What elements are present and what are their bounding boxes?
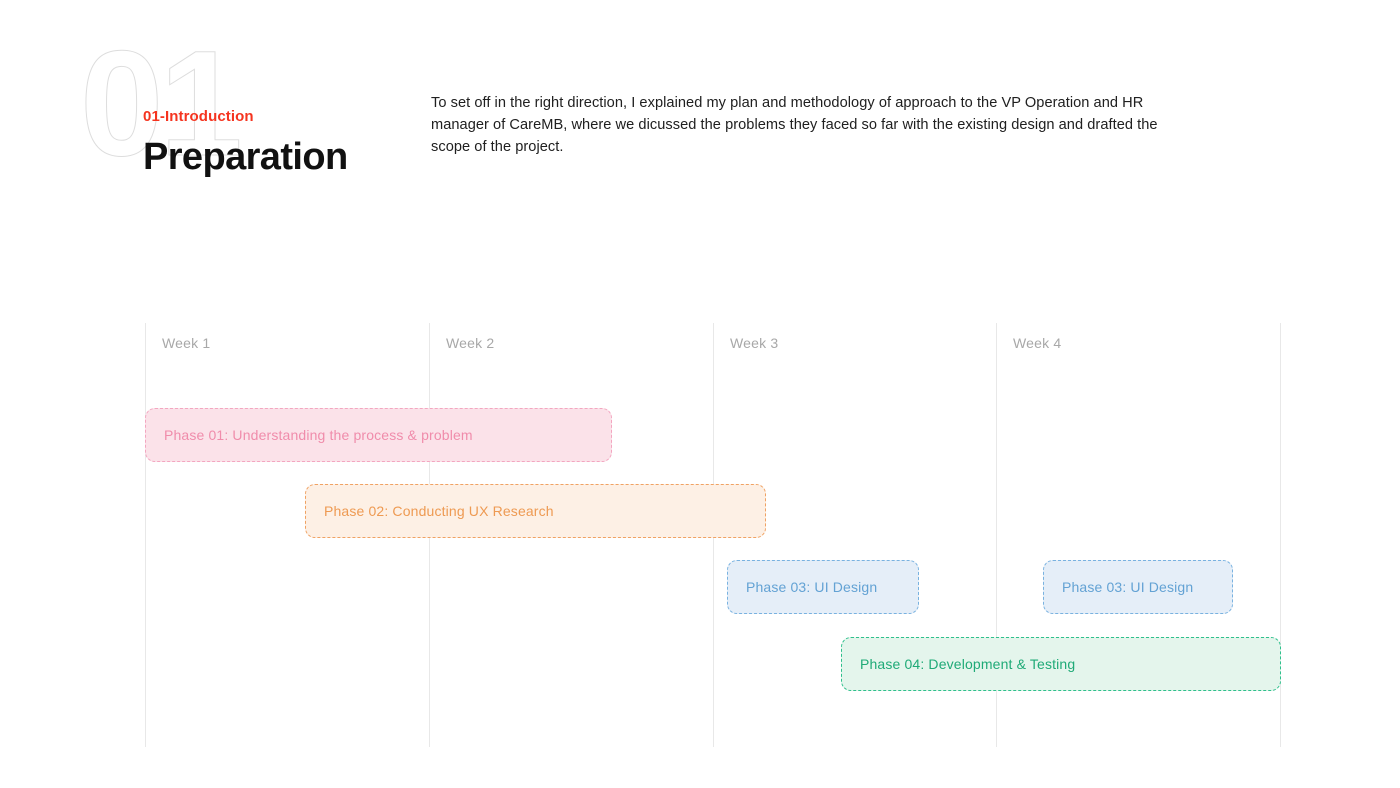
gantt-bar-label: Phase 03: UI Design: [746, 579, 878, 595]
gantt-bar-label: Phase 03: UI Design: [1062, 579, 1194, 595]
gantt-bar-4[interactable]: Phase 03: UI Design: [1043, 560, 1233, 614]
gantt-bar-2[interactable]: Phase 02: Conducting UX Research: [305, 484, 766, 538]
section-eyebrow-label: 01-Introduction: [143, 108, 254, 125]
intro-paragraph: To set off in the right direction, I exp…: [431, 95, 1158, 155]
header-block: 01 01-Introduction Preparation To set of…: [0, 0, 1400, 300]
gantt-bar-1[interactable]: Phase 01: Understanding the process & pr…: [145, 408, 612, 462]
gridline-1: [145, 323, 146, 747]
gantt-bar-3[interactable]: Phase 03: UI Design: [727, 560, 919, 614]
gantt-bar-label: Phase 02: Conducting UX Research: [324, 503, 554, 519]
gantt-bar-5[interactable]: Phase 04: Development & Testing: [841, 637, 1281, 691]
week-label-2: Week 2: [446, 335, 495, 351]
gridline-4: [996, 323, 997, 747]
gantt-bar-label: Phase 04: Development & Testing: [860, 656, 1076, 672]
page-title: Preparation: [143, 136, 348, 178]
gantt-bar-label: Phase 01: Understanding the process & pr…: [164, 427, 473, 443]
week-label-3: Week 3: [730, 335, 779, 351]
gridline-5: [1280, 323, 1281, 747]
week-label-4: Week 4: [1013, 335, 1062, 351]
section-number-watermark: 01: [80, 19, 244, 187]
week-label-1: Week 1: [162, 335, 211, 351]
